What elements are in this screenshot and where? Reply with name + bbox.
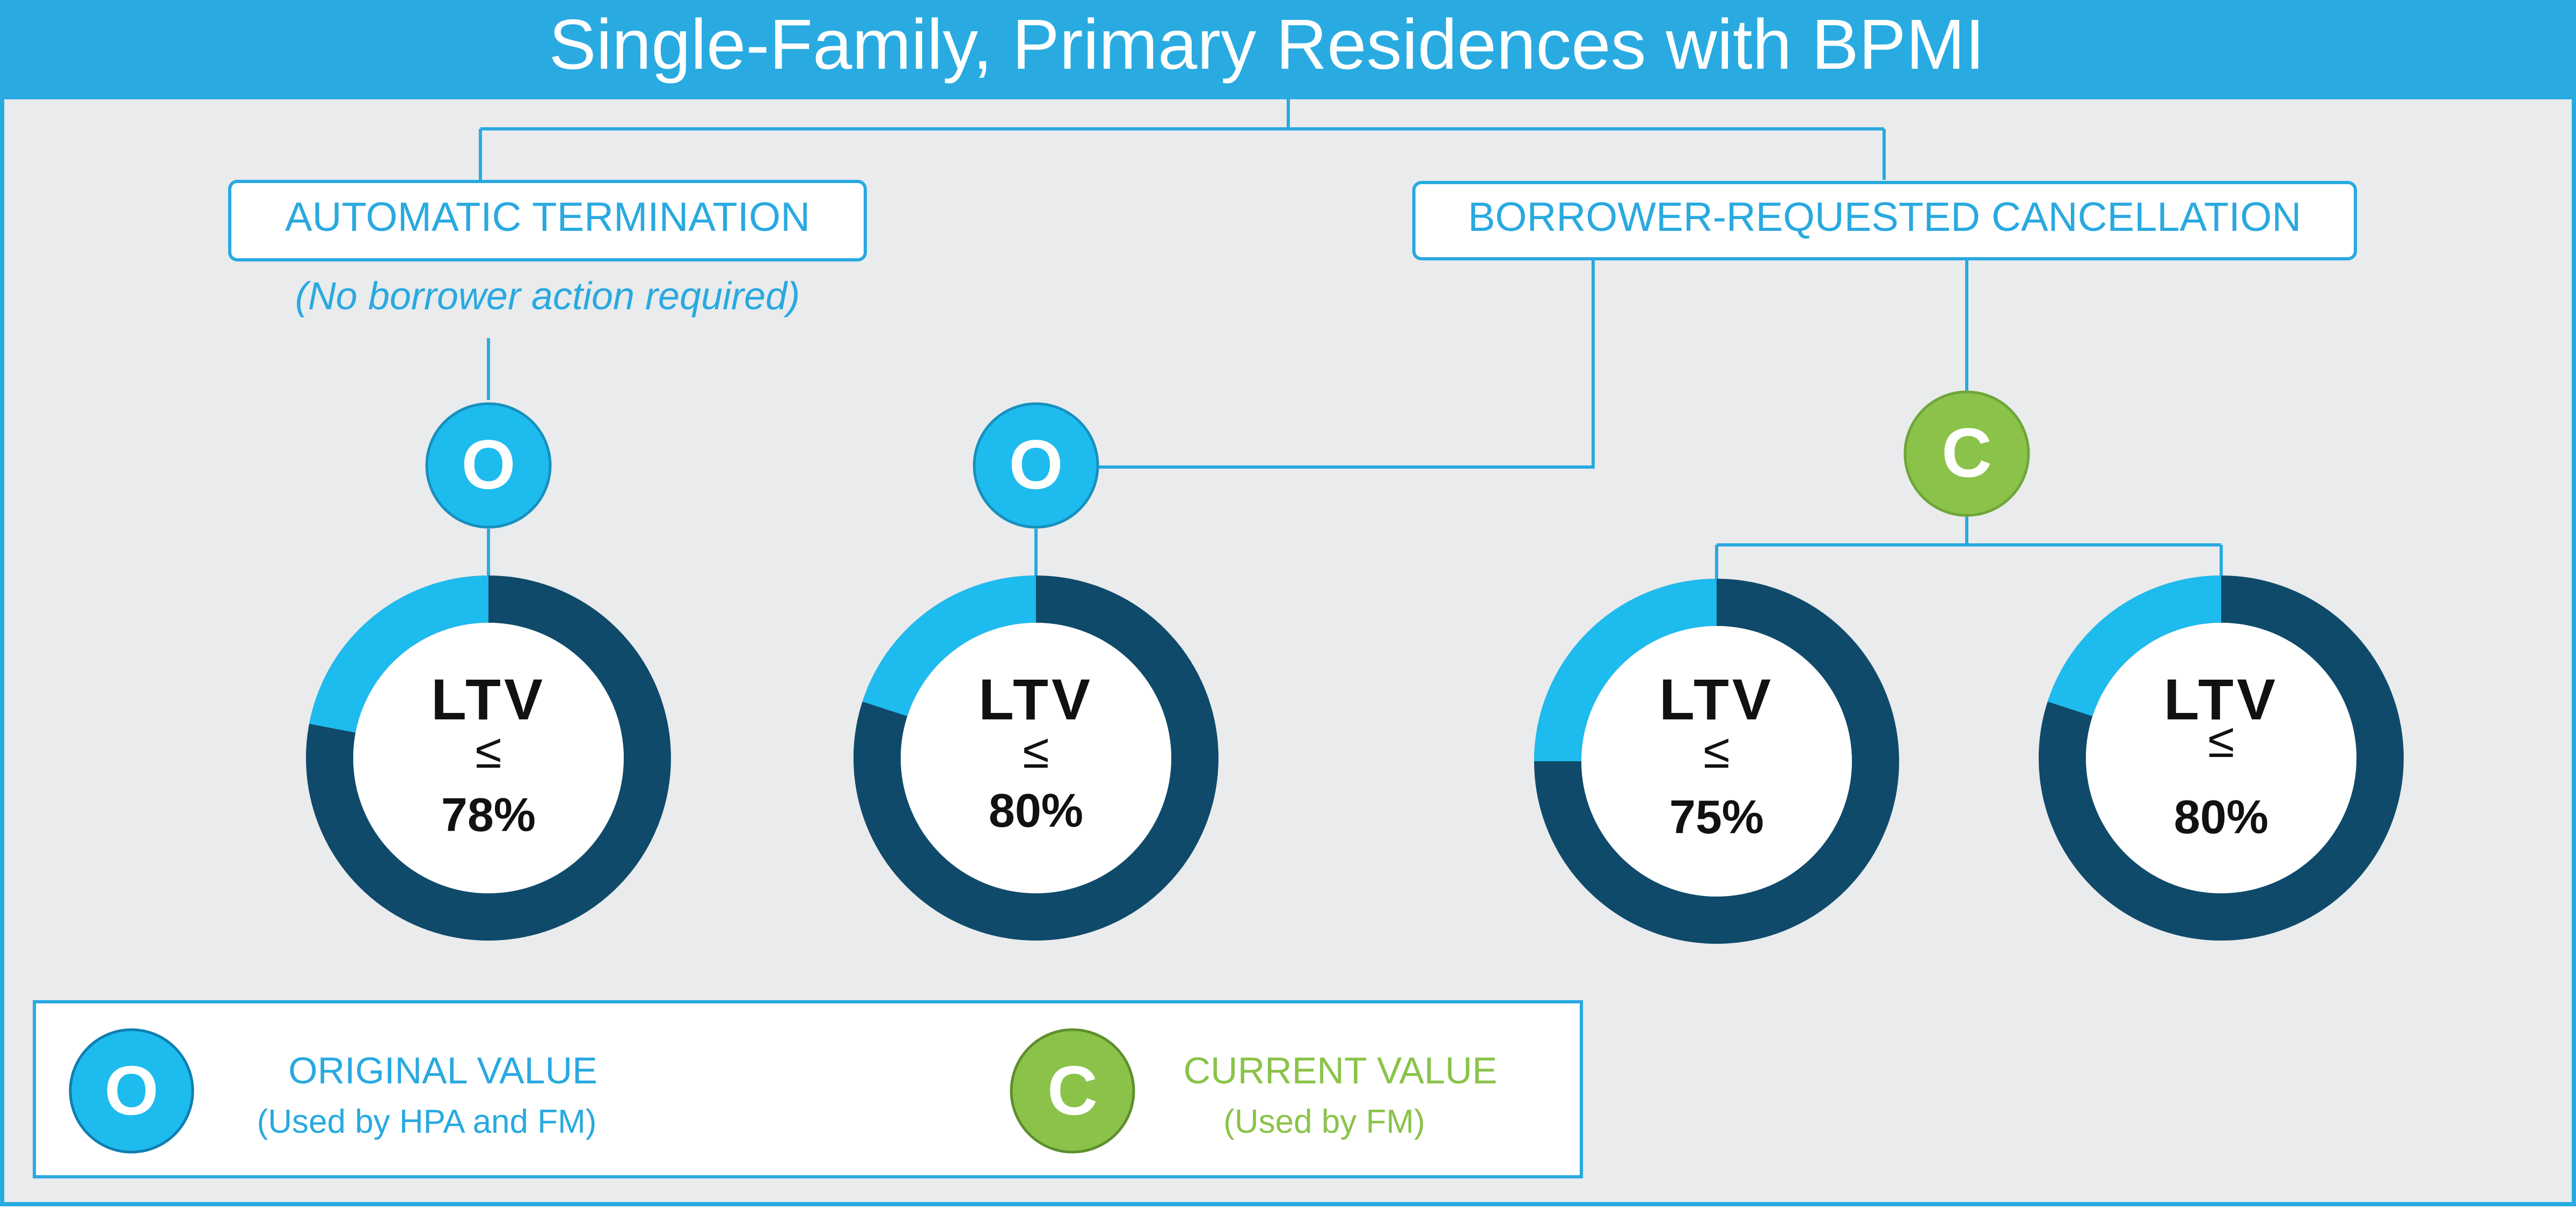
ring-track [853, 576, 1218, 941]
original-node-circle [425, 402, 552, 529]
ring-remaining-segment [1534, 579, 1717, 762]
original-node-circle [973, 402, 1099, 529]
current-node-letter: C [1942, 413, 1992, 492]
borrower-current-connector [1715, 260, 2223, 582]
legend-original-subtitle: (Used by HPA and FM) [257, 1103, 597, 1140]
ltv-symbol: ≤ [1023, 725, 1049, 778]
borrower-requested-label: BORROWER-REQUESTED CANCELLATION [1468, 194, 2302, 240]
ltv-ring-automatic-78: LTV ≤ 78% [306, 576, 671, 941]
borrower-original-connector [1034, 260, 1595, 577]
automatic-termination-label: AUTOMATIC TERMINATION [285, 194, 810, 240]
ring-track [306, 576, 671, 941]
ring-center [901, 623, 1171, 893]
legend-original-title: ORIGINAL VALUE [288, 1050, 597, 1091]
ltv-value: 80% [2174, 790, 2268, 843]
original-node-letter: O [461, 425, 515, 504]
legend-current-letter: C [1047, 1051, 1098, 1130]
value-node-original-automatic: O [425, 402, 552, 529]
original-node-letter: O [1009, 425, 1063, 504]
automatic-termination-box [228, 180, 867, 261]
legend-current-title: CURRENT VALUE [1184, 1050, 1498, 1091]
legend-current-subtitle: (Used by FM) [1223, 1103, 1425, 1140]
ring-center [2086, 623, 2356, 893]
header-bar [0, 0, 2576, 99]
ring-center [1581, 626, 1852, 897]
ring-remaining-segment [862, 576, 1037, 717]
ltv-label: LTV [2164, 667, 2279, 732]
root-connector [479, 99, 1886, 180]
ltv-ring-current-75: LTV ≤ 75% [1534, 579, 1899, 944]
ltv-label: LTV [431, 667, 546, 732]
ltv-value: 80% [989, 784, 1083, 837]
legend-original-circle [69, 1028, 194, 1154]
current-node-circle [1903, 390, 2030, 517]
ltv-ring-current-80: LTV ≤ 80% [2039, 576, 2404, 941]
ltv-value: 75% [1669, 790, 1764, 843]
ltv-label: LTV [979, 667, 1093, 732]
ltv-symbol: ≤ [1703, 725, 1730, 778]
ring-remaining-segment [2047, 576, 2222, 717]
page-title: Single-Family, Primary Residences with B… [549, 5, 1985, 84]
borrower-requested-box [1412, 181, 2357, 260]
no-action-note: (No borrower action required) [295, 275, 800, 318]
ltv-symbol: ≤ [475, 725, 501, 778]
legend: O ORIGINAL VALUE (Used by HPA and FM) C … [33, 1000, 1583, 1178]
value-node-original-borrower: O [973, 402, 1099, 529]
legend-current-circle [1010, 1028, 1135, 1154]
legend-box [33, 1000, 1583, 1178]
ltv-value: 78% [441, 788, 536, 841]
value-node-current-borrower: C [1903, 390, 2030, 517]
legend-original-letter: O [104, 1051, 158, 1130]
ring-remaining-segment [309, 576, 489, 733]
connector-lines [479, 99, 2223, 582]
ltv-label: LTV [1659, 667, 1774, 732]
ltv-ring-original-80: LTV ≤ 80% [853, 576, 1218, 941]
ring-center [353, 623, 624, 893]
ring-track [2039, 576, 2404, 941]
ltv-symbol: ≤ [2208, 714, 2234, 768]
